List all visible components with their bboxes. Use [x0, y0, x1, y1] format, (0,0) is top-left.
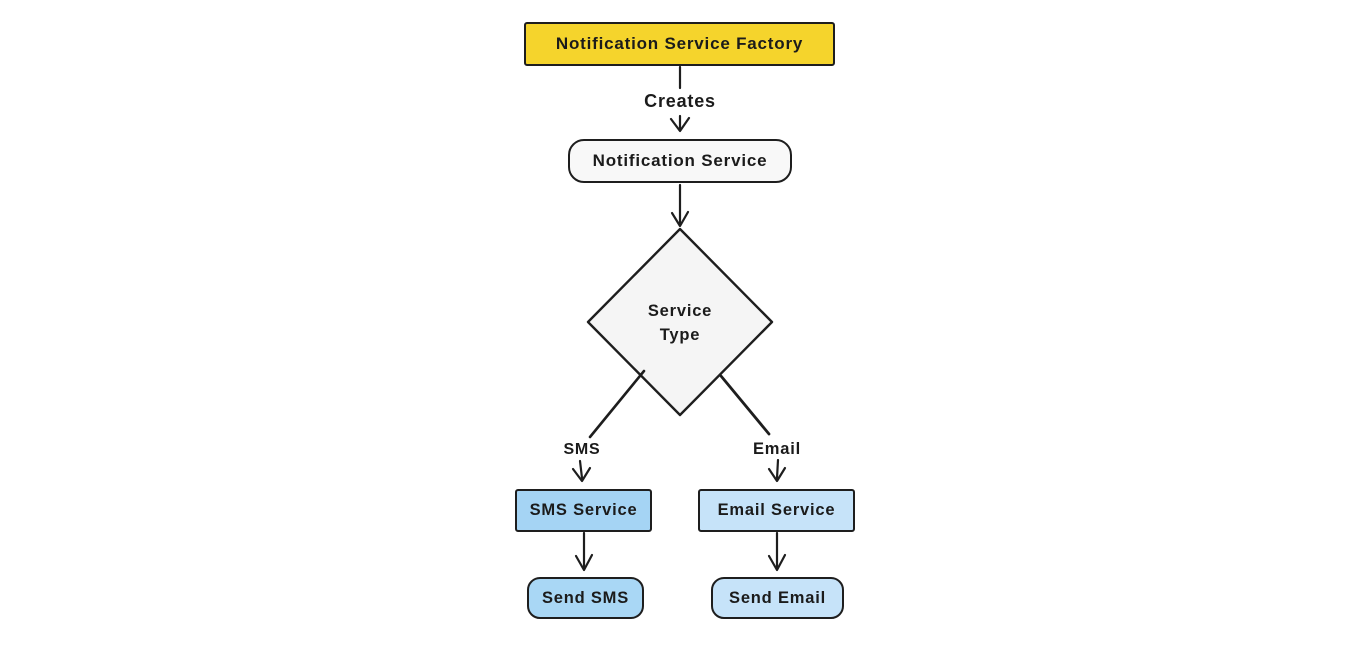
email-service-node: Email Service	[698, 489, 855, 532]
send-sms-node: Send SMS	[527, 577, 644, 619]
send-email-node: Send Email	[711, 577, 844, 619]
service-type-decision-label: Service Type	[648, 299, 712, 347]
edge-emailservice-to-sendemail	[767, 531, 787, 572]
service-type-label-line1: Service	[647, 302, 713, 320]
edge-smsservice-to-sendsms	[574, 531, 594, 572]
service-type-diamond-shape	[586, 227, 774, 417]
edge-servicetype-to-email	[719, 374, 787, 483]
edge-servicetype-to-sms	[571, 369, 646, 483]
edge-label-email: Email	[748, 440, 806, 459]
edge-factory-to-notification	[669, 65, 691, 133]
notification-service-node: Notification Service	[568, 139, 792, 183]
edge-notification-to-servicetype	[670, 183, 690, 228]
edge-label-creates: Creates	[640, 91, 720, 112]
service-type-label-line2: Type	[659, 326, 701, 344]
sms-service-node: SMS Service	[515, 489, 652, 532]
factory-node: Notification Service Factory	[524, 22, 835, 66]
edge-label-sms: SMS	[559, 441, 605, 459]
